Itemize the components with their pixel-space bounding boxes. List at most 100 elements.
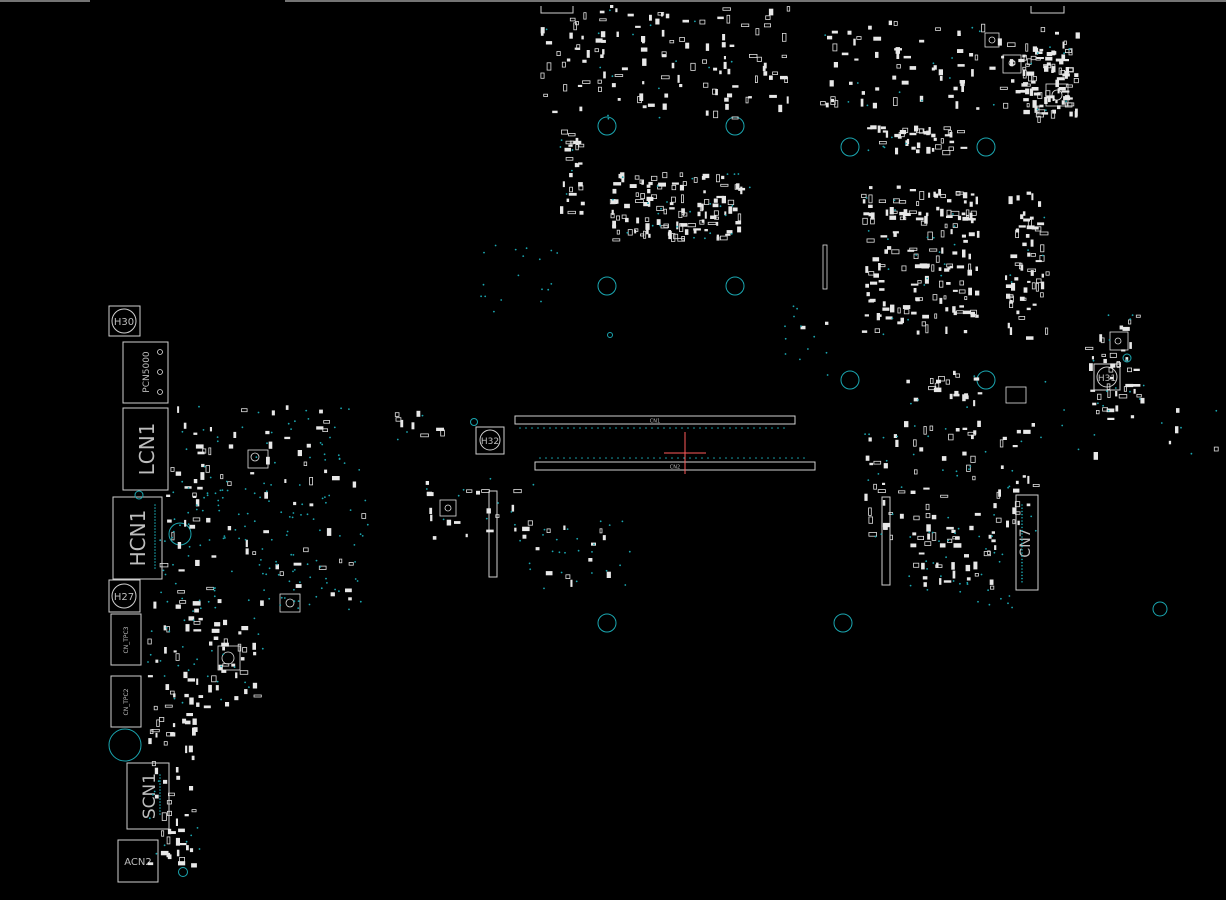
via [591,551,593,553]
connector-pin [579,427,581,429]
component-pad [727,68,731,75]
component-pad [962,192,968,199]
component-pad [682,181,687,186]
via [1107,314,1110,317]
connector-pin [159,777,161,779]
component-pad [1015,511,1021,515]
component-pad [868,532,878,537]
component-pad [972,475,976,481]
component-pad [732,85,739,88]
component-pad [916,201,920,207]
component-pad [748,96,752,99]
via [730,233,733,235]
component-pad [1055,100,1058,104]
connector-cn-tpc3[interactable]: CN_TPC3 [110,613,142,666]
connector-acn2[interactable]: ACN2 [117,839,159,883]
component-pad [217,599,222,604]
component-pad [1016,195,1020,201]
connector-pin [611,457,613,459]
component-pad [1037,222,1045,226]
connector-pin [591,427,593,429]
component-pad [640,193,645,199]
component-pad [938,69,943,76]
connector-cn1[interactable]: CN1 [514,415,796,425]
connector-pin [563,457,565,459]
connector-pin [725,457,727,459]
mounting-hole-h27[interactable]: H27 [108,579,141,613]
mounting-hole-h30[interactable]: H30 [108,305,141,337]
via [1010,281,1013,283]
via [153,790,156,793]
component-pad [679,37,685,43]
component-pad [187,678,195,682]
component-pad [1140,397,1145,404]
component-pad [669,40,675,44]
component-pad [241,626,249,631]
connector-scn1[interactable]: SCN1 [126,762,170,830]
component-pad [800,325,806,330]
via [196,658,199,661]
via [676,225,678,228]
connector-cn7[interactable]: CN7 [1015,494,1039,591]
component-pad [971,69,974,77]
component-pad [599,18,607,22]
connector-pin [545,457,547,459]
via [708,66,710,69]
component-pad [684,229,689,235]
connector-pcn5000[interactable]: PCN5000 [122,341,169,404]
connector-hcn1[interactable]: HCN1 [112,496,163,580]
component-pad [885,130,889,138]
connector-cn-tpc2[interactable]: CN_TPC2 [110,675,142,728]
scn1-label: SCN1 [140,773,160,819]
component-pad [704,229,708,232]
via [319,529,321,532]
component-pad [895,439,899,447]
connector-pin [761,457,763,459]
via [1125,359,1128,362]
via [173,518,176,521]
connector-cn2[interactable]: CN2 [534,461,816,471]
via [293,588,295,591]
component-pad [1031,423,1035,427]
component-pad [933,191,936,197]
component-pad [306,443,311,448]
via [984,450,987,453]
component-pad [1014,262,1022,266]
connector-pin [711,427,713,429]
via [550,249,553,252]
connector-pin [773,457,775,459]
via [866,104,869,107]
component-pad [882,130,887,133]
via [195,504,198,506]
component-pad [618,173,624,179]
via [270,431,273,434]
hcn1-label: HCN1 [126,510,150,567]
component-pad [602,535,606,541]
component-pad [854,58,859,61]
component-pad [318,565,327,570]
via [287,422,290,425]
connector-lcn1[interactable]: LCN1 [122,407,169,491]
component-pad [679,172,684,178]
via [957,527,960,530]
component-pad [952,536,960,540]
component-pad [897,136,902,139]
component-pad [949,131,953,138]
cn7-label: CN7 [1018,528,1034,557]
component-pad [923,487,930,490]
connector-pin [687,427,689,429]
mounting-hole-h32[interactable]: H32 [475,426,505,455]
via [1008,595,1011,597]
component-pad [780,75,788,80]
component-pad [745,96,749,104]
via [514,523,516,526]
component-pad [924,215,928,224]
component-pad [911,311,917,315]
component-pads [147,5,1219,868]
component-pad [1101,353,1106,357]
component-pad [820,101,826,106]
connector-pin [154,543,156,545]
component-pad [953,543,962,548]
via [882,333,885,336]
